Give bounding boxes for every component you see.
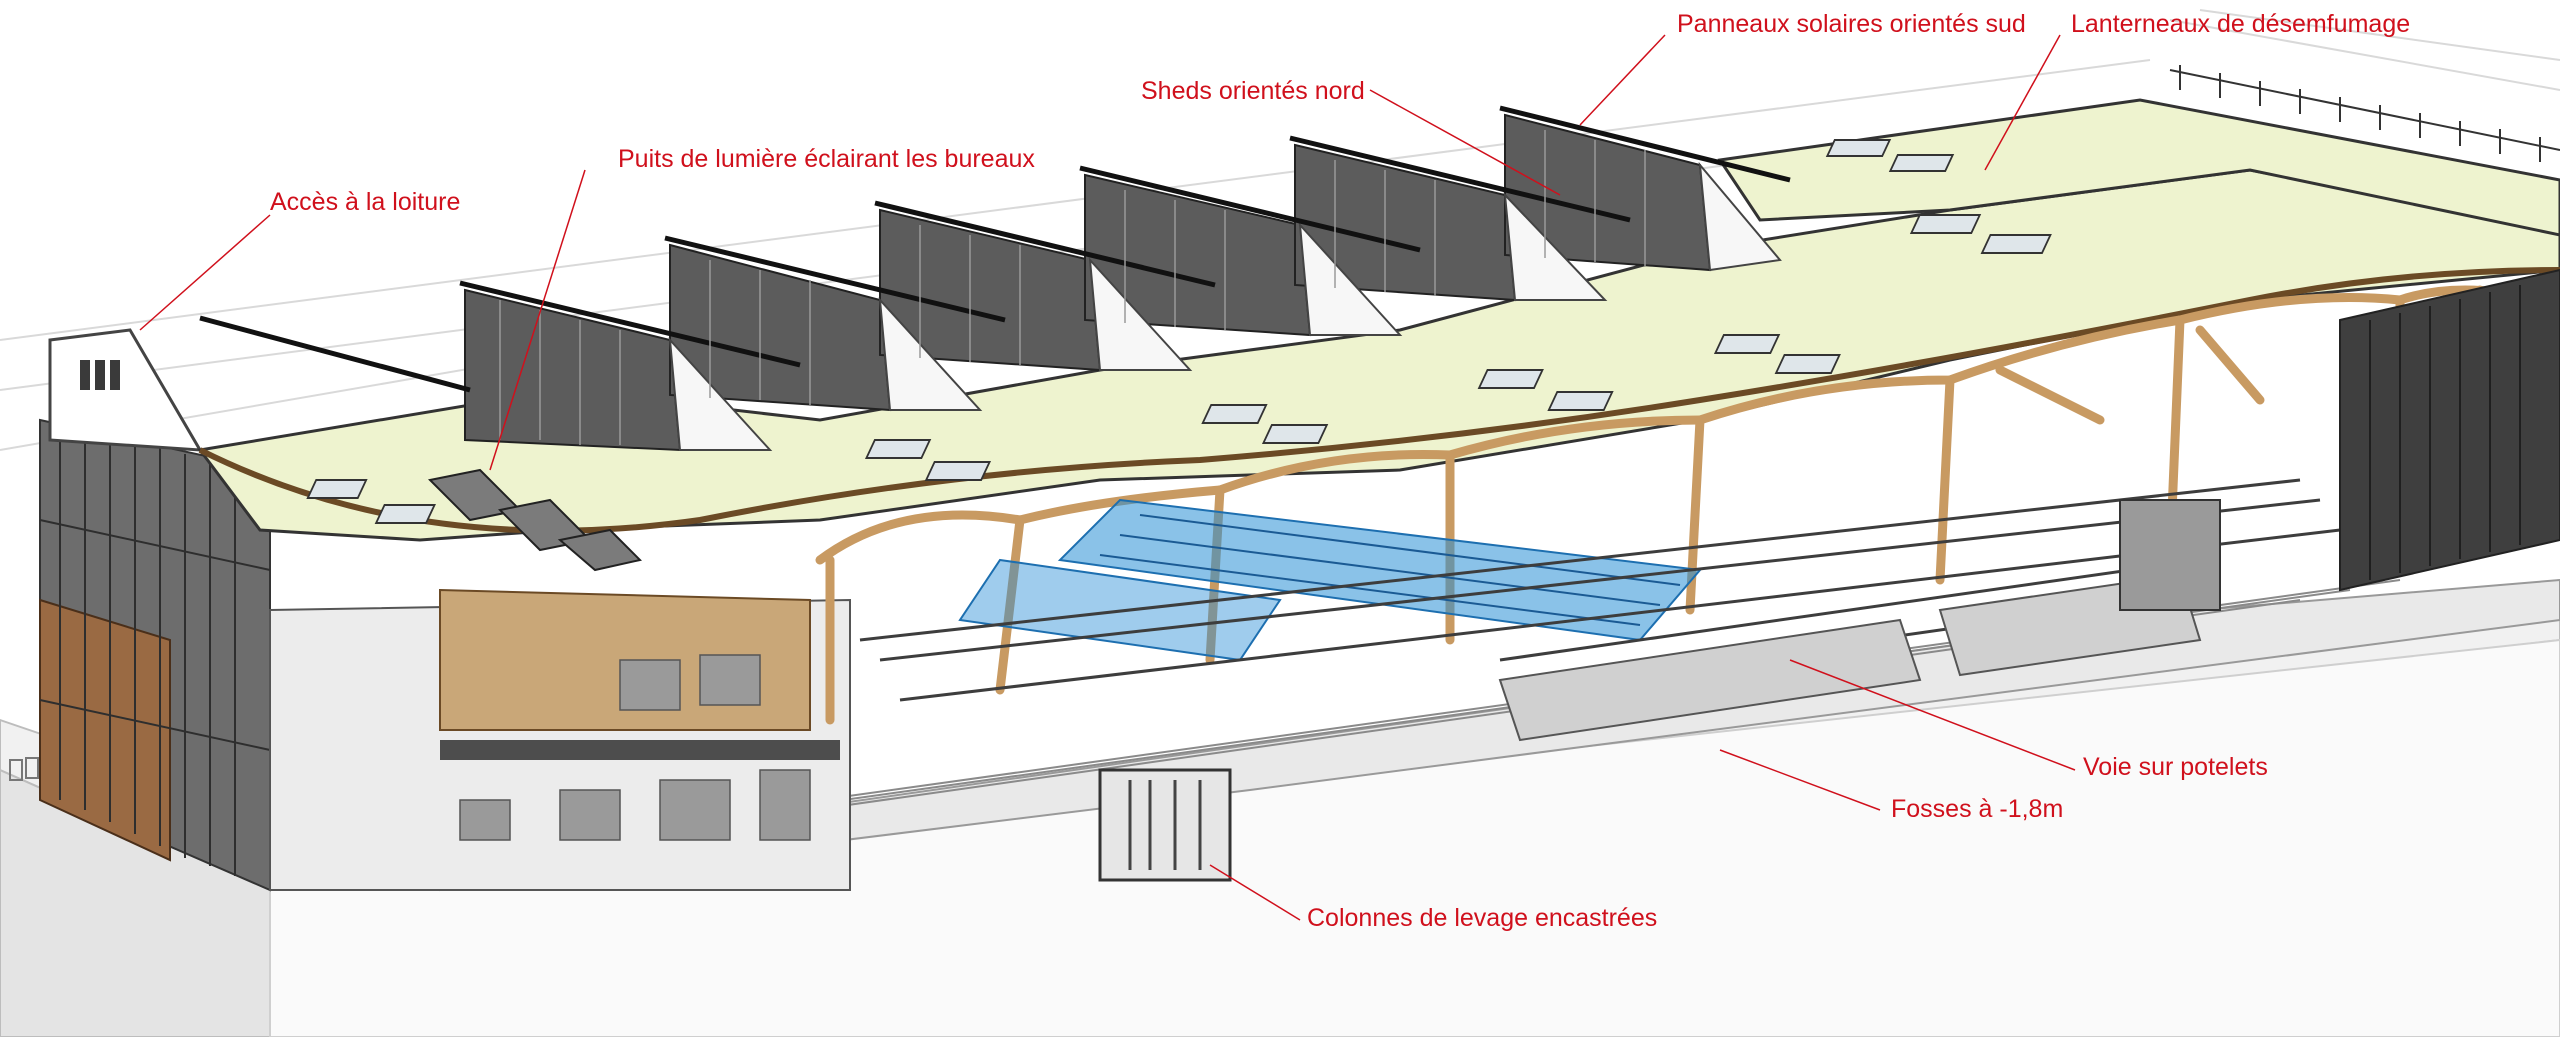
- office-light-wells: [427, 468, 642, 572]
- label-colonnes-levage: Colonnes de levage encastrées: [1307, 904, 1658, 932]
- leader-panneaux-sud: [1579, 34, 1666, 126]
- north-sheds: [199, 105, 1791, 452]
- leader-acces-loiture: [139, 214, 271, 331]
- leader-voie-potelets: [1789, 659, 2076, 771]
- track-rails: [859, 478, 2341, 702]
- leader-lanterneaux: [1984, 34, 2061, 171]
- roof-skylights: [306, 139, 2052, 524]
- label-sheds-nord: Sheds orientés nord: [1141, 77, 1365, 105]
- lifting-columns-pit: [1098, 768, 1232, 882]
- leader-fosses: [1719, 749, 1881, 811]
- leader-colonnes: [1209, 864, 1301, 921]
- main-roof: [197, 98, 2560, 542]
- leader-sheds-nord: [1369, 89, 1561, 196]
- label-fosses: Fosses à -1,8m: [1891, 795, 2064, 823]
- roof-railing: [2169, 65, 2560, 162]
- label-panneaux-sud: Panneaux solaires orientés sud: [1677, 10, 2026, 38]
- leader-puits-lumiere: [489, 169, 586, 471]
- label-puits-lumiere: Puits de lumière éclairant les bureaux: [618, 145, 1035, 173]
- label-lanterneaux: Lanterneaux de désemfumage: [2071, 10, 2411, 38]
- label-acces-loiture: Accès à la loiture: [270, 188, 461, 216]
- label-voie-potelets: Voie sur potelets: [2083, 753, 2268, 781]
- office-wing: [39, 328, 851, 892]
- end-wall: [2119, 268, 2560, 611]
- callout-leaders: [139, 34, 2076, 921]
